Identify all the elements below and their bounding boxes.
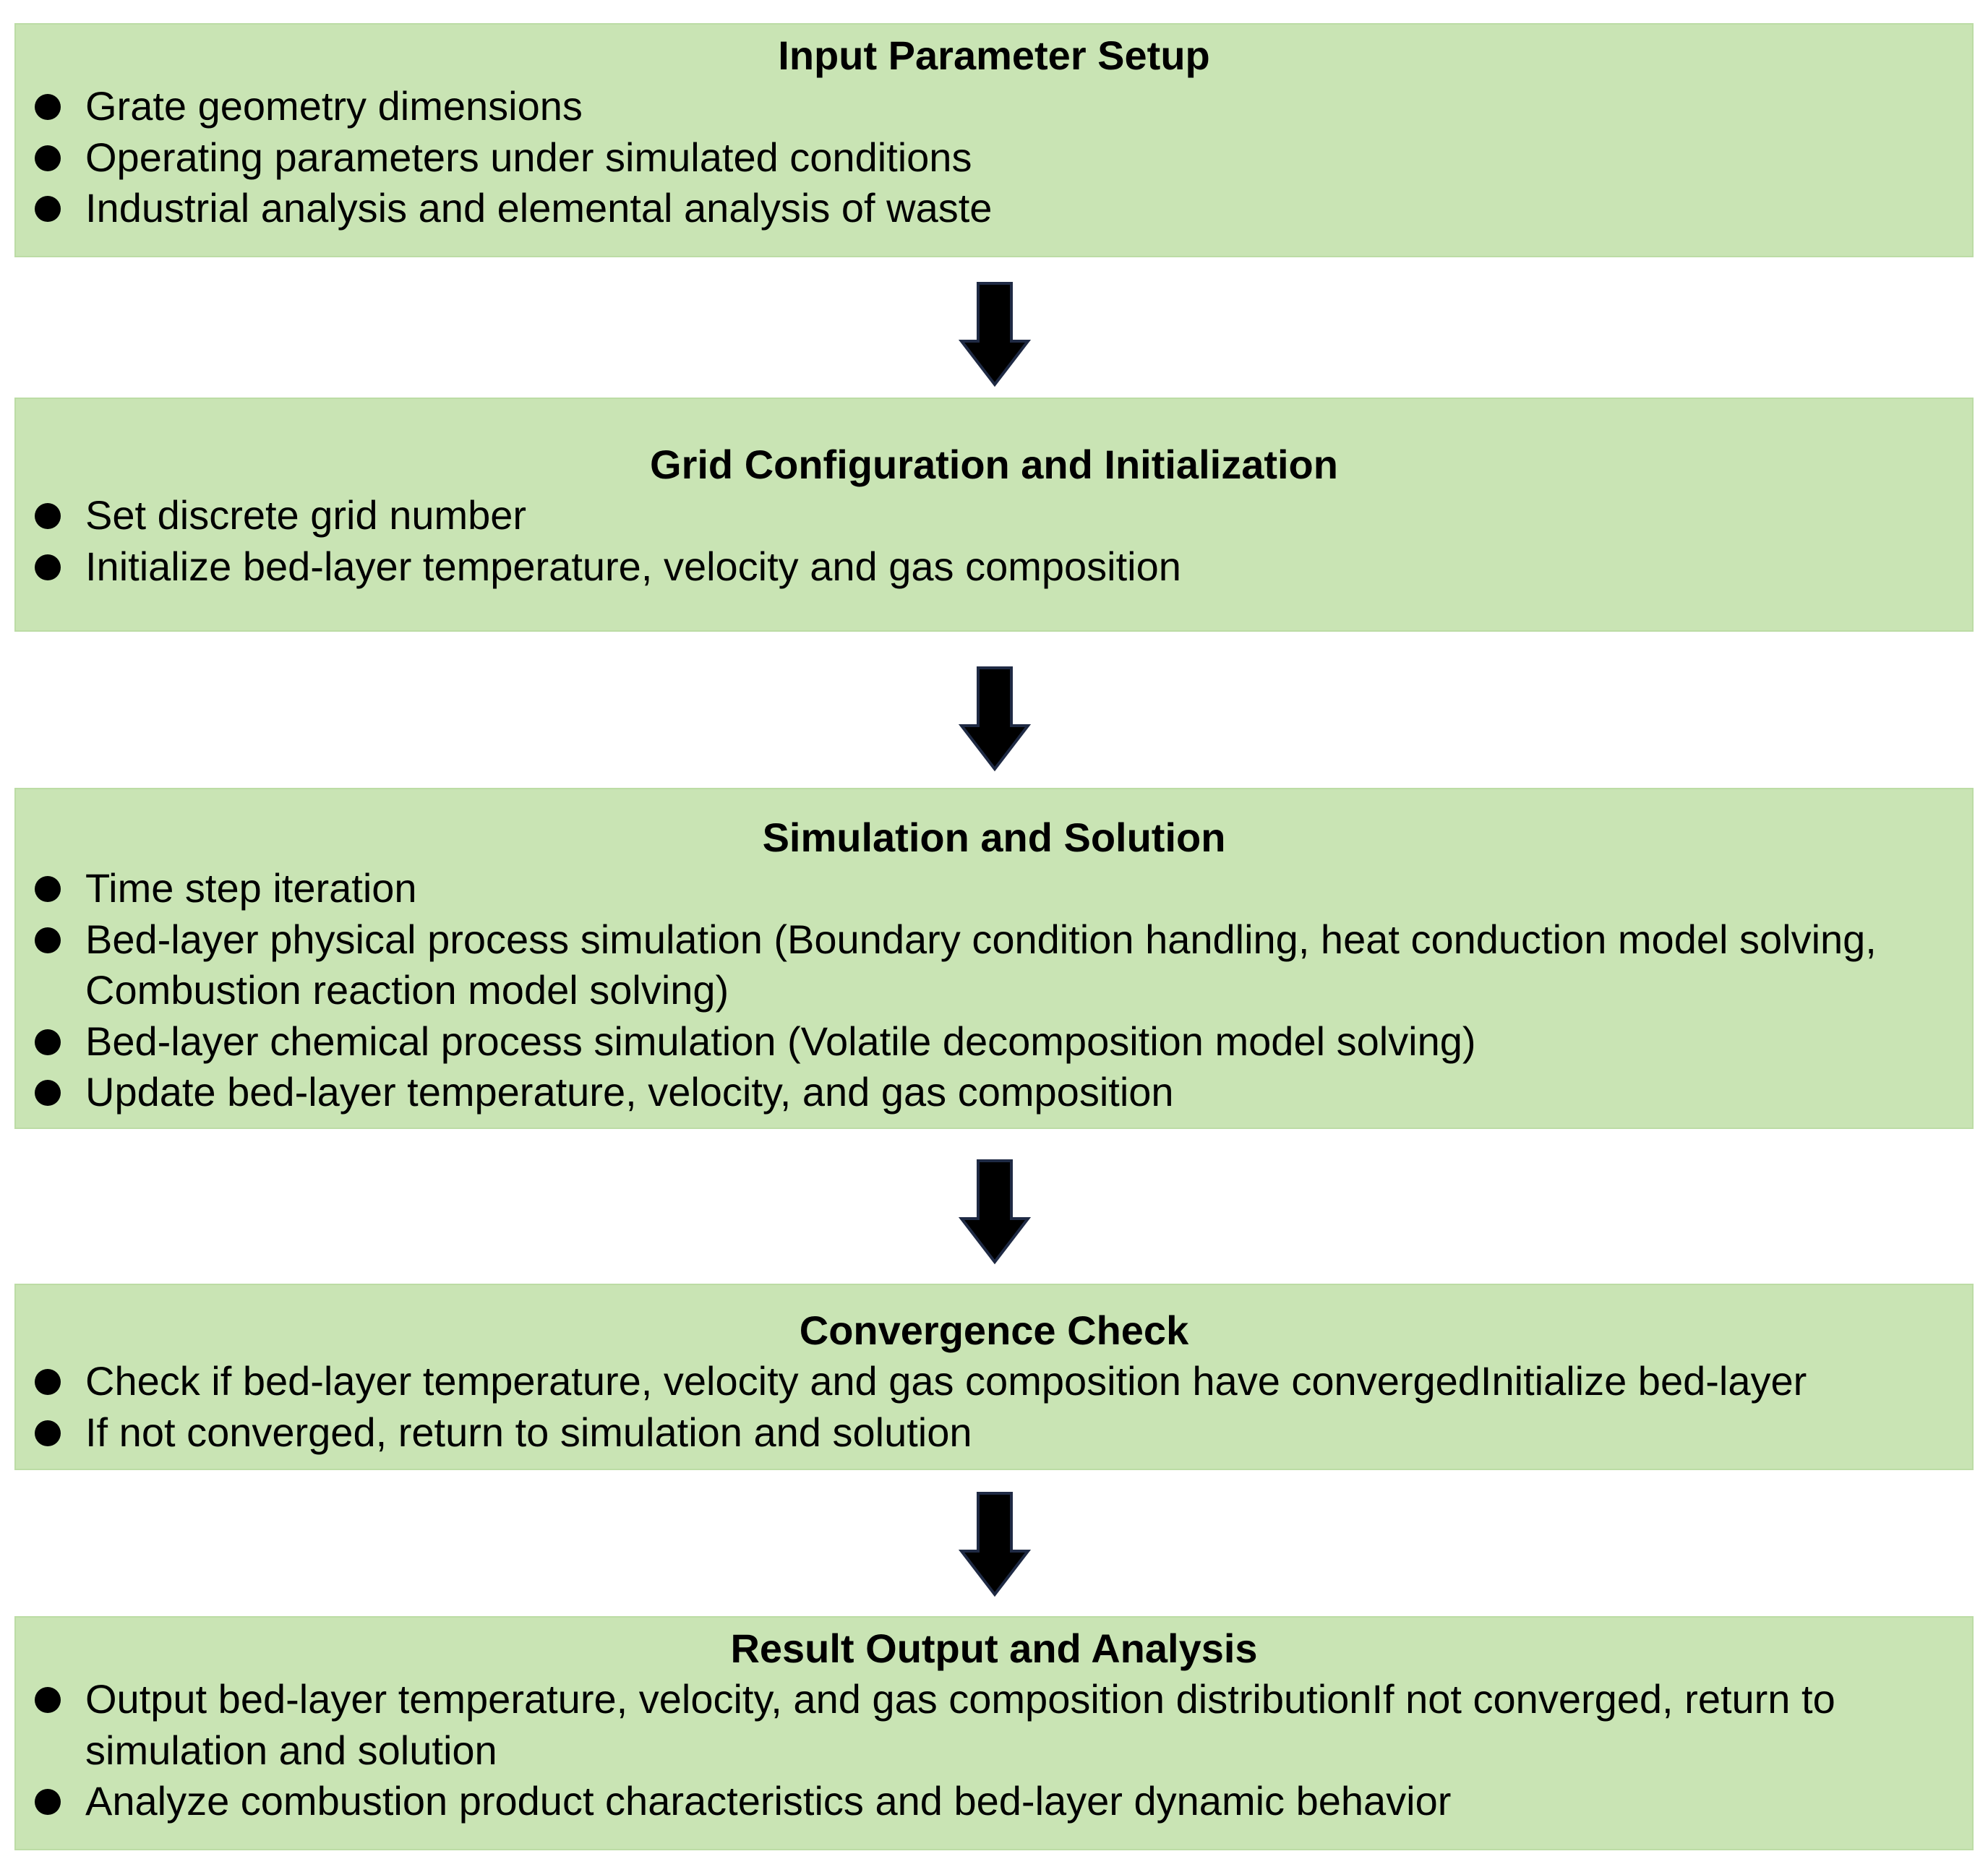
bullet-text: Operating parameters under simulated con… <box>85 134 972 180</box>
bullet-text: Analyze combustion product characteristi… <box>85 1778 1452 1824</box>
bullet-text: Time step iteration <box>85 865 417 911</box>
bullet-text: Update bed-layer temperature, velocity, … <box>85 1069 1174 1115</box>
bullet-icon <box>35 1369 61 1395</box>
bullet-icon <box>35 927 61 953</box>
bullet-icon <box>35 503 61 529</box>
bullet-icon <box>35 1080 61 1106</box>
list-item: Bed-layer chemical process simulation (V… <box>16 1016 1972 1068</box>
bullet-text: If not converged, return to simulation a… <box>85 1409 972 1455</box>
list-item: Initialize bed-layer temperature, veloci… <box>16 541 1972 593</box>
step-title: Input Parameter Setup <box>778 33 1210 78</box>
step-box-input-parameter-setup: Input Parameter Setup Grate geometry dim… <box>14 23 1974 257</box>
list-item: Update bed-layer temperature, velocity, … <box>16 1067 1972 1118</box>
bullet-list: Set discrete grid number Initialize bed-… <box>16 490 1972 592</box>
bullet-list: Grate geometry dimensions Operating para… <box>16 81 1972 234</box>
bullet-list: Output bed-layer temperature, velocity, … <box>16 1674 1972 1827</box>
step-box-grid-configuration: Grid Configuration and Initialization Se… <box>14 398 1974 632</box>
bullet-list: Check if bed-layer temperature, velocity… <box>16 1356 1972 1458</box>
bullet-text: Industrial analysis and elemental analys… <box>85 185 993 231</box>
bullet-icon <box>35 196 61 222</box>
down-arrow-icon <box>959 1492 1031 1597</box>
step-title: Result Output and Analysis <box>730 1626 1258 1671</box>
list-item: Analyze combustion product characteristi… <box>16 1776 1972 1827</box>
bullet-icon <box>35 1420 61 1446</box>
bullet-text: Bed-layer chemical process simulation (V… <box>85 1018 1476 1064</box>
list-item: Bed-layer physical process simulation (B… <box>16 914 1972 1016</box>
step-box-result-output: Result Output and Analysis Output bed-la… <box>14 1616 1974 1850</box>
list-item: Grate geometry dimensions <box>16 81 1972 132</box>
bullet-list: Time step iteration Bed-layer physical p… <box>16 863 1972 1118</box>
down-arrow-icon <box>959 1159 1031 1265</box>
bullet-icon <box>35 1029 61 1055</box>
bullet-text: Bed-layer physical process simulation (B… <box>85 916 1877 1013</box>
list-item: Time step iteration <box>16 863 1972 914</box>
list-item: Set discrete grid number <box>16 490 1972 541</box>
bullet-text: Check if bed-layer temperature, velocity… <box>85 1358 1807 1404</box>
bullet-text: Set discrete grid number <box>85 492 527 538</box>
bullet-icon <box>35 876 61 902</box>
bullet-text: Output bed-layer temperature, velocity, … <box>85 1676 1835 1773</box>
bullet-text: Initialize bed-layer temperature, veloci… <box>85 543 1181 589</box>
bullet-icon <box>35 554 61 580</box>
bullet-icon <box>35 94 61 120</box>
bullet-icon <box>35 1687 61 1713</box>
step-title: Grid Configuration and Initialization <box>650 442 1338 487</box>
bullet-icon <box>35 145 61 171</box>
down-arrow-icon <box>959 666 1031 772</box>
step-title: Simulation and Solution <box>762 815 1226 860</box>
list-item: If not converged, return to simulation a… <box>16 1407 1972 1459</box>
bullet-text: Grate geometry dimensions <box>85 83 583 129</box>
list-item: Check if bed-layer temperature, velocity… <box>16 1356 1972 1407</box>
step-box-convergence-check: Convergence Check Check if bed-layer tem… <box>14 1284 1974 1470</box>
list-item: Output bed-layer temperature, velocity, … <box>16 1674 1972 1776</box>
step-title: Convergence Check <box>799 1308 1189 1353</box>
step-box-simulation-and-solution: Simulation and Solution Time step iterat… <box>14 788 1974 1129</box>
list-item: Industrial analysis and elemental analys… <box>16 183 1972 234</box>
bullet-icon <box>35 1789 61 1815</box>
list-item: Operating parameters under simulated con… <box>16 132 1972 184</box>
down-arrow-icon <box>959 282 1031 387</box>
